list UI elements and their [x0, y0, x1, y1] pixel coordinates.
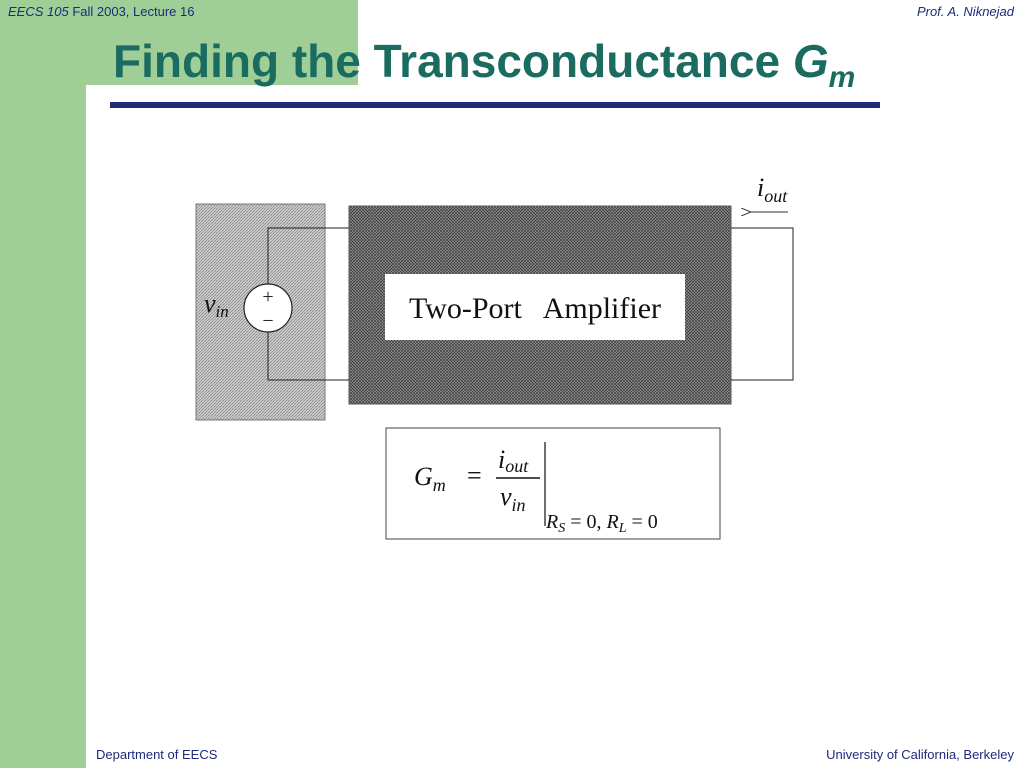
green-side-rail	[0, 0, 86, 768]
title-symbol: G	[792, 35, 829, 87]
equation-equals: =	[467, 461, 482, 490]
equation-denominator: vin	[500, 482, 526, 515]
title-text: Finding the Transconductance	[113, 35, 793, 87]
output-short-wire	[731, 227, 794, 381]
header-course-info: EECS 105 Fall 2003, Lecture 16	[8, 4, 194, 19]
green-top-band	[0, 0, 358, 85]
equation-lhs: Gm	[414, 462, 446, 495]
amplifier-label: Two-Port Amplifier	[409, 292, 661, 325]
source-voltage-label: vin	[204, 289, 229, 321]
footer-university: University of California, Berkeley	[826, 747, 1014, 762]
footer-department: Department of EECS	[96, 747, 218, 762]
page-title: Finding the Transconductance Gm	[113, 38, 855, 93]
equation-box	[385, 427, 721, 540]
input-wire-bottom	[267, 330, 349, 381]
output-current-label: iout	[757, 173, 788, 206]
source-plus-sign: +	[262, 286, 273, 308]
voltage-source-icon	[243, 283, 293, 333]
amplifier-label-box	[385, 274, 685, 340]
header-author: Prof. A. Niknejad	[916, 4, 1014, 19]
input-wire-top	[267, 227, 349, 286]
equation-condition: RS = 0, RL = 0	[545, 511, 658, 536]
source-minus-sign: −	[262, 310, 273, 332]
title-underline	[110, 102, 880, 108]
lecture-term: Fall 2003, Lecture 16	[72, 4, 195, 19]
title-subscript: m	[828, 61, 856, 94]
course-code: EECS 105	[8, 4, 69, 19]
equation-numerator: iout	[498, 445, 529, 476]
